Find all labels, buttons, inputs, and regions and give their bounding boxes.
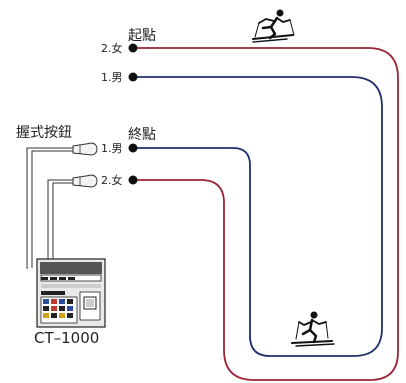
- finish-label: 終點: [128, 127, 156, 143]
- finish-dot-men: [128, 143, 138, 153]
- timer-device-icon: [36, 258, 106, 328]
- start-dot-men: [128, 72, 138, 82]
- men-course-line: [133, 76, 383, 357]
- push-button-icon: [72, 174, 98, 188]
- finish-lane-women-label: 2.女: [101, 173, 123, 187]
- wires: [26, 147, 73, 269]
- skier-icon: [252, 9, 295, 43]
- device-label: CT–1000: [34, 329, 99, 347]
- push-button-icon: [72, 142, 98, 156]
- start-dot-women: [128, 43, 138, 53]
- finish-lane-men-label: 1.男: [101, 142, 123, 155]
- push-button-label: 握式按鈕: [16, 125, 72, 141]
- start-lane-women-label: 2.女: [101, 41, 123, 55]
- start-lane-men-label: 1.男: [101, 71, 123, 84]
- finish-dot-women: [128, 175, 138, 185]
- start-label: 起點: [128, 28, 156, 44]
- skier-icon: [291, 311, 335, 347]
- women-course-line: [133, 47, 399, 381]
